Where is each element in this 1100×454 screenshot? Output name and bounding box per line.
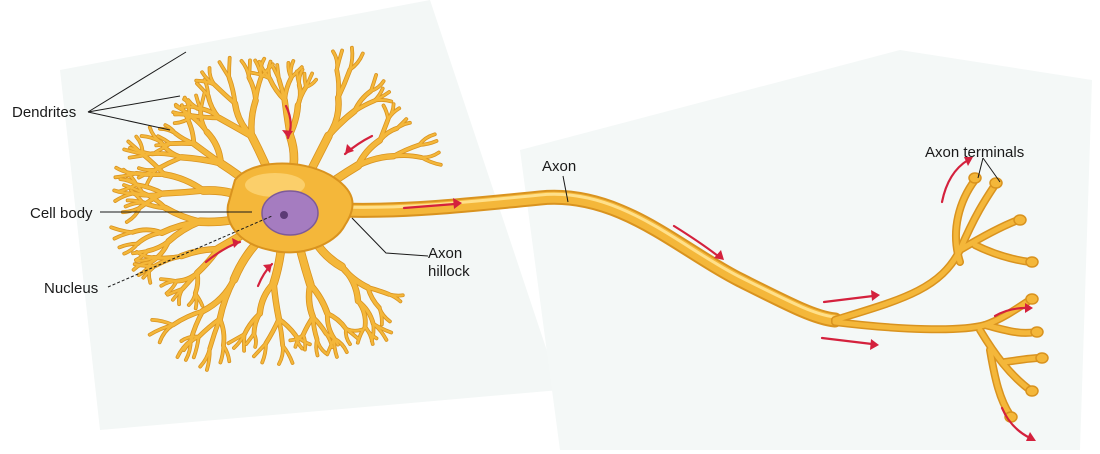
label-cell-body: Cell body xyxy=(30,205,93,222)
terminal-bouton xyxy=(1026,257,1038,267)
dendrite-branch-fill xyxy=(229,58,230,78)
background-panel-right xyxy=(520,50,1092,450)
dendrite-branch-fill xyxy=(136,173,164,174)
terminal-bouton xyxy=(1026,386,1038,396)
cell-body xyxy=(228,164,353,253)
terminal-bouton xyxy=(1031,327,1043,337)
label-axon-hillock-line1: Axon xyxy=(428,245,470,263)
label-axon-hillock: Axon hillock xyxy=(428,245,470,281)
terminal-bouton xyxy=(1026,294,1038,304)
dendrite-branch-fill xyxy=(249,60,250,77)
terminal-bouton xyxy=(1036,353,1048,363)
label-dendrites: Dendrites xyxy=(12,104,76,121)
label-nucleus: Nucleus xyxy=(44,280,98,297)
dendrite-branch-fill xyxy=(394,156,422,158)
label-axon: Axon xyxy=(542,158,576,175)
terminal-bouton xyxy=(990,178,1002,188)
label-axon-terminals: Axon terminals xyxy=(925,144,1024,161)
nucleus xyxy=(262,191,318,235)
dendrite-branch-fill xyxy=(163,191,203,194)
nucleolus xyxy=(280,211,288,219)
label-axon-hillock-line2: hillock xyxy=(428,263,470,281)
terminal-bouton xyxy=(1014,215,1026,225)
